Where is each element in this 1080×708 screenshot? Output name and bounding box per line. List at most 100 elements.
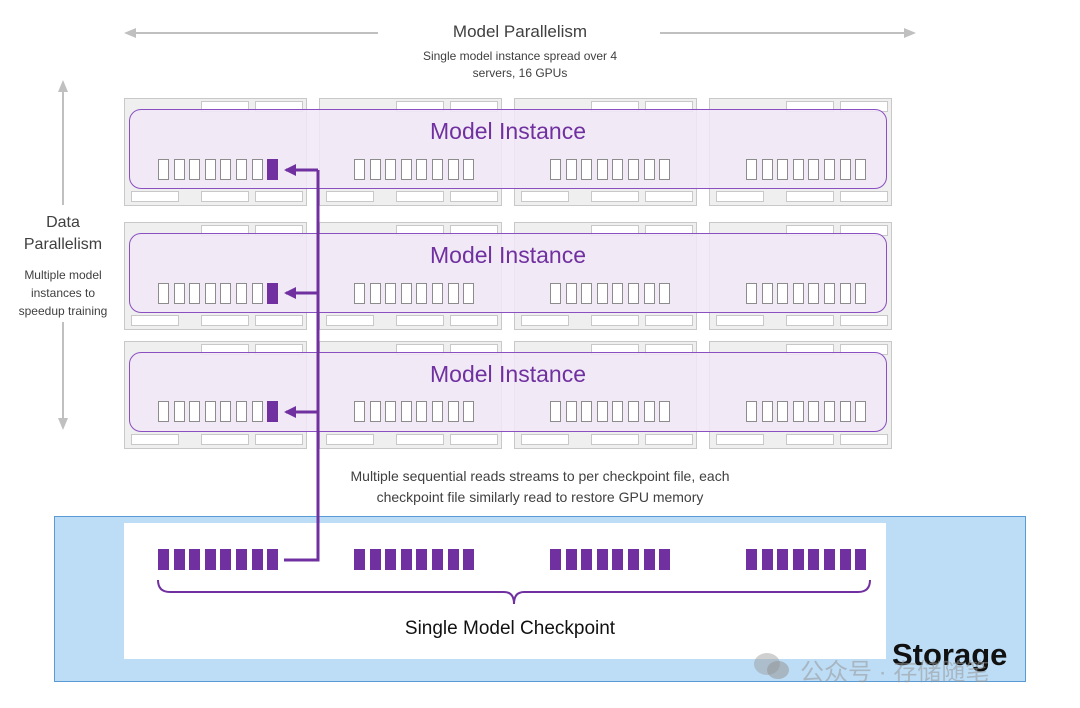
gpu-cell (839, 159, 851, 180)
drive-bay (396, 315, 444, 326)
gpu-cell (628, 159, 639, 180)
gpu-cell (158, 401, 169, 422)
gpu-cell (792, 283, 804, 304)
gpu-cell-active (839, 549, 851, 570)
data-parallelism-title-line1: Data (46, 214, 80, 231)
gpu-cell (612, 159, 624, 180)
gpu-cell-active (400, 549, 412, 570)
model-instance-label: Model Instance (430, 118, 586, 144)
gpu-cell-active (432, 549, 443, 570)
gpu-cell (581, 401, 593, 422)
gpu-cell-active (267, 159, 279, 180)
gpu-cell (777, 283, 789, 304)
gpu-cell (369, 283, 381, 304)
gpu-cell (236, 401, 247, 422)
gpu-cell-active (792, 549, 804, 570)
gpu-cell (400, 159, 412, 180)
model-instance-1: Model Instance (129, 109, 887, 189)
gpu-cell (251, 283, 263, 304)
gpu-cell-active (643, 549, 655, 570)
gpu-cell-active (220, 549, 232, 570)
drive-bay (591, 315, 639, 326)
watermark-text: 公众号 · 存储随笔 (800, 659, 990, 686)
gpu-cell-active (628, 549, 639, 570)
model-parallelism-subtitle-line1: Single model instance spread over 4 (422, 49, 618, 63)
drive-bay (591, 191, 639, 202)
gpu-cell (659, 283, 671, 304)
gpu-cell (777, 401, 789, 422)
gpu-cell (354, 401, 365, 422)
gpu-cell-active (855, 549, 867, 570)
drive-bay (786, 191, 834, 202)
gpu-cell (416, 283, 428, 304)
data-parallelism-title-line2: Parallelism (23, 236, 103, 253)
gpu-cell (581, 283, 593, 304)
drive-bay (786, 434, 834, 445)
gpu-cell (643, 401, 655, 422)
gpu-cell (189, 159, 201, 180)
drive-bay (255, 191, 303, 202)
gpu-cell-active (777, 549, 789, 570)
restore-arrow-trunk (284, 170, 320, 562)
gpu-cell-active (612, 549, 624, 570)
reads-note: Multiple sequential reads streams to per… (260, 466, 820, 508)
gpu-cell (463, 159, 475, 180)
gpu-cell (612, 283, 624, 304)
gpu-cell-active (761, 549, 773, 570)
gpu-cell-active (550, 549, 561, 570)
gpu-cell (550, 283, 561, 304)
gpu-cell (777, 159, 789, 180)
gpu-cell (220, 159, 232, 180)
gpu-cell (236, 159, 247, 180)
gpu-cell (565, 401, 577, 422)
gpu-cell-active (354, 549, 365, 570)
gpu-cell (385, 283, 397, 304)
drive-bay (450, 191, 498, 202)
data-parallelism-sub-line1: Multiple model (24, 268, 102, 282)
gpu-cell (792, 159, 804, 180)
gpu-cell (251, 401, 263, 422)
gpu-cell (824, 283, 835, 304)
gpu-cell (251, 159, 263, 180)
gpu-cell (173, 401, 185, 422)
gpu-cell-active (267, 283, 279, 304)
gpu-cell (855, 159, 867, 180)
drive-bay (201, 315, 249, 326)
gpu-cell (628, 283, 639, 304)
data-parallelism-title: Data Parallelism (8, 212, 118, 256)
gpu-cell (173, 283, 185, 304)
gpu-cell (432, 401, 443, 422)
gpu-cell (824, 159, 835, 180)
drive-bay (716, 315, 764, 326)
gpu-cell-active (447, 549, 459, 570)
gpu-cell (659, 159, 671, 180)
drive-bay (131, 434, 179, 445)
drive-bay (326, 315, 374, 326)
gpu-cell (855, 283, 867, 304)
drive-bay (326, 434, 374, 445)
data-parallelism-subtitle: Multiple model instances to speedup trai… (6, 266, 120, 320)
gpu-cell-active (267, 549, 279, 570)
gpu-cell (565, 283, 577, 304)
gpu-cell-active (173, 549, 185, 570)
drive-bay (450, 434, 498, 445)
gpu-cell (596, 283, 608, 304)
gpu-cell (596, 159, 608, 180)
gpu-cell-active (204, 549, 216, 570)
gpu-cell (808, 159, 820, 180)
drive-bay (326, 191, 374, 202)
gpu-cell (236, 283, 247, 304)
gpu-cell (463, 283, 475, 304)
drive-bay (450, 315, 498, 326)
gpu-cell (204, 159, 216, 180)
gpu-cell (416, 159, 428, 180)
gpu-cell (432, 159, 443, 180)
gpu-cell (643, 283, 655, 304)
gpu-cell-active (158, 549, 169, 570)
drive-bay (716, 191, 764, 202)
gpu-cell (447, 159, 459, 180)
gpu-cell (463, 401, 475, 422)
drive-bay (645, 434, 693, 445)
drive-bay (201, 434, 249, 445)
